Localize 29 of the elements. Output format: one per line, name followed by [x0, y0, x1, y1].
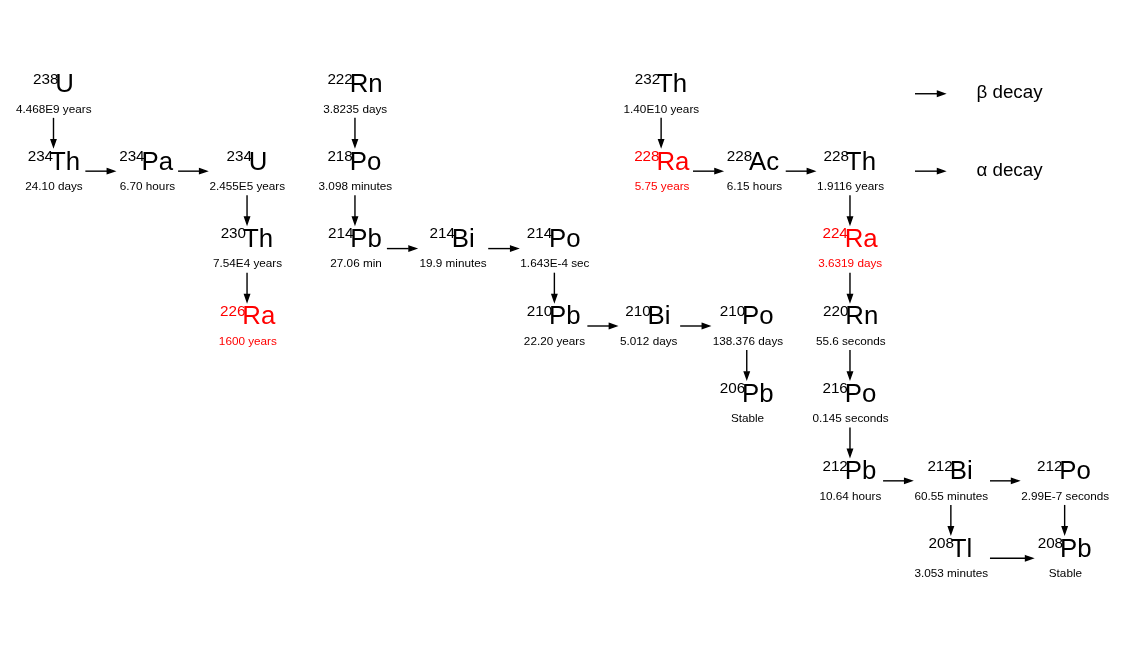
node-text: $^{208}$Tl 3.053 minutes	[914, 533, 989, 580]
node-text: $^{228}$Ac 6.15 hours	[726, 146, 783, 192]
node-text: $^{210}$Bi 5.012 days	[620, 301, 678, 347]
node-text: $^{208}$Pb Stable	[1037, 533, 1092, 580]
node-text: $^{230}$Th 7.54E4 years	[213, 223, 283, 270]
node-text: $^{238}$U 4.468E9 years	[15, 69, 92, 115]
node-text: $^{218}$Po 3.098 minutes	[318, 146, 393, 192]
legend-label: α decay	[976, 158, 1043, 180]
node-text: $^{222}$Rn 3.8235 days	[323, 69, 388, 115]
node-text: $^{210}$Po 138.376 days	[712, 301, 784, 347]
node-text: $^{212}$Pb 10.64 hours	[819, 456, 882, 502]
node-text: $^{234}$Th 24.10 days	[25, 146, 83, 192]
node-text: $^{216}$Po 0.145 seconds	[812, 378, 889, 425]
node-text: $^{228}$Ra 5.75 years	[634, 146, 690, 192]
node-text: $^{214}$Po 1.643E-4 sec	[520, 223, 590, 270]
node-text: $^{210}$Pb 22.20 years	[523, 301, 586, 347]
node-text: $^{234}$Pa 6.70 hours	[119, 146, 176, 192]
node-text: $^{232}$Th 1.40E10 years	[623, 69, 700, 115]
node-text: $^{228}$Th 1.9116 years	[817, 146, 885, 192]
node-text: $^{214}$Bi 19.9 minutes	[419, 223, 487, 270]
node-text: $^{206}$Pb Stable	[719, 378, 774, 425]
legend-label: β decay	[976, 81, 1043, 103]
node-text: $^{220}$Rn 55.6 seconds	[815, 301, 886, 347]
node-text: $^{212}$Po 2.99E-7 seconds	[1021, 456, 1110, 502]
node-text: $^{214}$Pb 27.06 min	[327, 223, 382, 270]
node-text: $^{234}$U 2.455E5 years	[209, 146, 286, 192]
node-text: $^{224}$Ra 3.6319 days	[818, 223, 883, 270]
node-text: $^{212}$Bi 60.55 minutes	[914, 456, 989, 502]
node-text: $^{226}$Ra 1600 years	[218, 301, 277, 347]
